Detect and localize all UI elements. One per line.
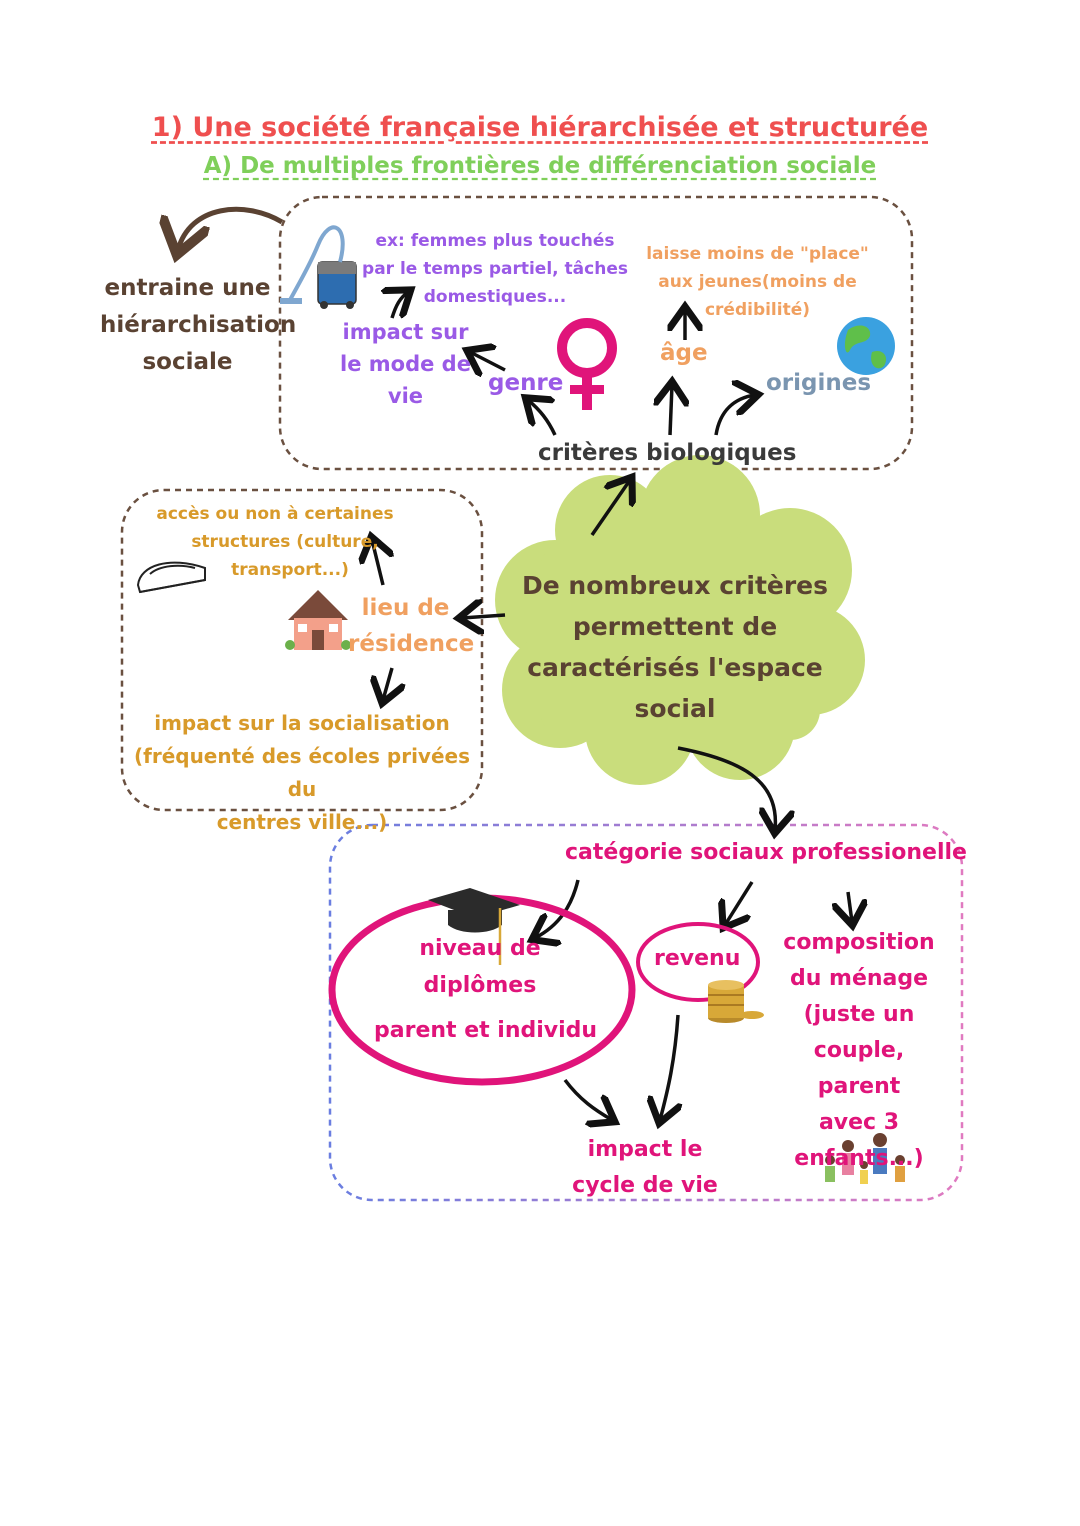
arrow-to-impact — [470, 352, 506, 370]
criteres-biologiques: critères biologiques — [538, 440, 797, 466]
family-icon — [825, 1133, 905, 1184]
gender-example-line1: ex: femmes plus touchés — [375, 231, 615, 251]
niveau-line2: diplômes — [423, 973, 537, 998]
socialisation-line3: centres ville...) — [216, 810, 388, 834]
compo-line1: composition — [783, 930, 935, 955]
composition-menage: composition du ménage (juste un couple, … — [770, 925, 948, 1177]
acces-structures: accès ou non à certaines structures (cul… — [150, 500, 400, 584]
arrow-to-example — [392, 292, 408, 318]
arrow-to-csp — [677, 746, 775, 830]
revenu-label: revenu — [654, 946, 741, 971]
age-note-line3: crédibilité) — [704, 300, 811, 320]
arrow-to-genre — [528, 400, 557, 436]
sub-title: A) De multiples frontières de différenci… — [203, 153, 877, 179]
arrow-revenu-to-cycle — [660, 1014, 678, 1120]
gender-example-line2: par le temps partiel, tâches — [362, 259, 628, 279]
compo-line6: enfants...) — [794, 1146, 924, 1171]
train-icon — [136, 561, 206, 594]
impact-line3: vie — [387, 384, 424, 408]
central-line3: caractérisés l'espace — [527, 653, 823, 682]
revenu-circle — [636, 922, 760, 1002]
biological-box — [278, 195, 914, 471]
lieu-de-residence: lieu de résidence — [348, 590, 475, 662]
lieu-line2: résidence — [348, 631, 475, 657]
socialisation-line2: (fréquenté des écoles privées du — [133, 744, 470, 801]
arrow-to-composition — [848, 891, 852, 922]
arrow-to-age — [670, 385, 672, 436]
genre-label: genre — [488, 370, 564, 396]
compo-line4: couple, parent — [813, 1038, 905, 1099]
age-note: laisse moins de "place" aux jeunes(moins… — [640, 240, 875, 324]
arrow-to-hierarchisation — [178, 206, 284, 250]
socialisation-line1: impact sur la socialisation — [154, 711, 450, 735]
cycle-line1: impact le — [587, 1137, 703, 1162]
impact-mode-de-vie: impact sur le mode de vie — [338, 316, 473, 412]
coins-icon — [708, 980, 764, 1023]
parent-et-individu: parent et individu — [374, 1018, 598, 1043]
compo-line2: du ménage — [789, 966, 929, 991]
arrow-to-criteres — [590, 480, 630, 536]
central-text: De nombreux critères permettent de carac… — [520, 565, 830, 729]
earth-icon — [837, 317, 895, 375]
csp-title: catégorie sociaux professionelle — [565, 840, 967, 865]
hierarchisation-line3: sociale — [142, 349, 233, 375]
hierarchisation-text: entraine une hiérarchisation sociale — [100, 270, 297, 381]
graduation-cap-icon — [428, 888, 520, 965]
acces-line2: structures (culture, — [191, 532, 379, 552]
gender-example-line3: domestiques... — [423, 287, 567, 307]
arrow-to-lieu — [462, 615, 506, 618]
vacuum-icon — [280, 225, 357, 309]
compo-line3: (juste un — [803, 1002, 915, 1027]
impact-line2: le mode de — [340, 352, 471, 376]
impact-socialisation: impact sur la socialisation (fréquenté d… — [128, 707, 476, 839]
female-symbol-icon — [557, 318, 617, 410]
residence-box — [120, 488, 484, 812]
house-icon — [285, 590, 351, 650]
age-label: âge — [660, 340, 708, 366]
impact-cycle-de-vie: impact le cycle de vie — [560, 1132, 730, 1204]
arrow-to-socialisation — [383, 667, 392, 700]
cycle-line2: cycle de vie — [572, 1173, 718, 1198]
arrow-to-revenu — [725, 881, 754, 925]
main-title: 1) Une société française hiérarchisée et… — [151, 112, 929, 143]
central-line2: permettent de — [572, 612, 778, 641]
hierarchisation-line1: entraine une — [104, 275, 271, 301]
gender-example: ex: femmes plus touchés par le temps par… — [360, 227, 630, 311]
lieu-line1: lieu de — [361, 595, 450, 621]
hierarchisation-line2: hiérarchisation — [100, 312, 297, 338]
central-line1: De nombreux critères — [521, 571, 829, 600]
acces-line3: transport...) — [231, 560, 349, 580]
impact-line1: impact sur — [342, 320, 469, 344]
niveau-de-diplomes: niveau de diplômes — [400, 930, 560, 1004]
compo-line5: avec 3 — [818, 1110, 900, 1135]
niveau-line1: niveau de — [419, 936, 541, 961]
origines-label: origines — [766, 370, 872, 396]
age-note-line2: aux jeunes(moins de — [658, 272, 857, 292]
arrow-diplome-to-cycle — [563, 1078, 612, 1120]
arrow-to-origines — [714, 395, 755, 436]
central-cloud — [495, 455, 865, 785]
acces-line1: accès ou non à certaines — [156, 504, 394, 524]
age-note-line1: laisse moins de "place" — [646, 244, 869, 264]
csp-box — [328, 823, 964, 1202]
arrow-to-acces — [372, 540, 383, 586]
central-line4: social — [634, 694, 716, 723]
